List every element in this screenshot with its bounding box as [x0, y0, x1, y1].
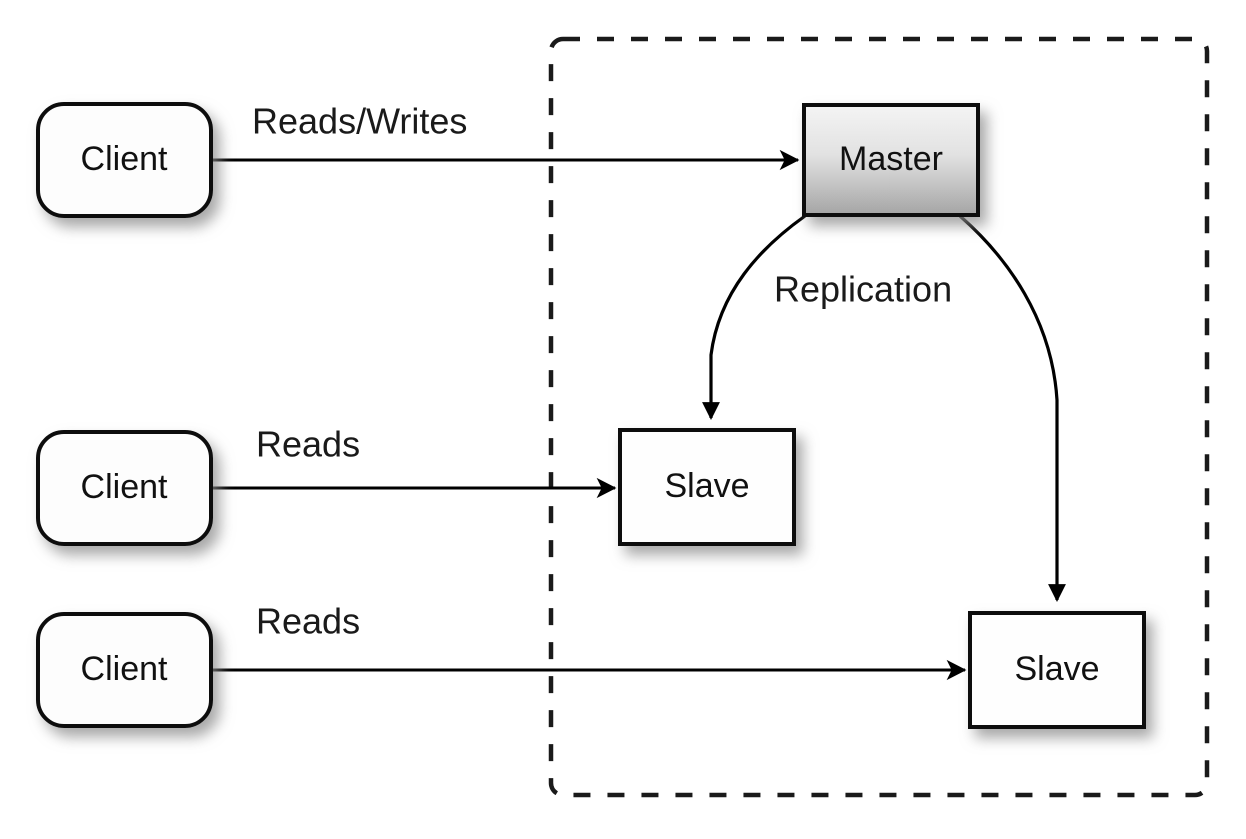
slave-2-label: Slave [1014, 650, 1099, 688]
node-client-2[interactable]: Client [36, 430, 213, 546]
database-cluster-boundary [548, 36, 1210, 798]
slave-2-shape [968, 611, 1146, 729]
master-label: Master [839, 140, 943, 178]
master-shape [802, 103, 980, 217]
client-3-label: Client [81, 650, 168, 688]
edge-master-to-slave2-replication [958, 214, 1066, 602]
slave-1-shape [618, 428, 796, 546]
node-master[interactable]: Master [802, 103, 980, 217]
edge-label-replication: Replication [774, 269, 952, 310]
client-1-shape [36, 102, 213, 218]
client-3-shape [36, 612, 213, 728]
node-slave-1[interactable]: Slave [618, 428, 796, 546]
edge-label-reads-bottom: Reads [256, 601, 360, 642]
client-2-shape [36, 430, 213, 546]
node-slave-2[interactable]: Slave [968, 611, 1146, 729]
node-client-1[interactable]: Client [36, 102, 213, 218]
slave-1-label: Slave [664, 467, 749, 505]
edge-label-reads-writes: Reads/Writes [252, 101, 467, 142]
edge-master-to-slave1-replication [702, 214, 806, 420]
client-1-label: Client [81, 140, 168, 178]
node-client-3[interactable]: Client [36, 612, 213, 728]
edge-label-reads-middle: Reads [256, 424, 360, 465]
client-2-label: Client [81, 468, 168, 506]
